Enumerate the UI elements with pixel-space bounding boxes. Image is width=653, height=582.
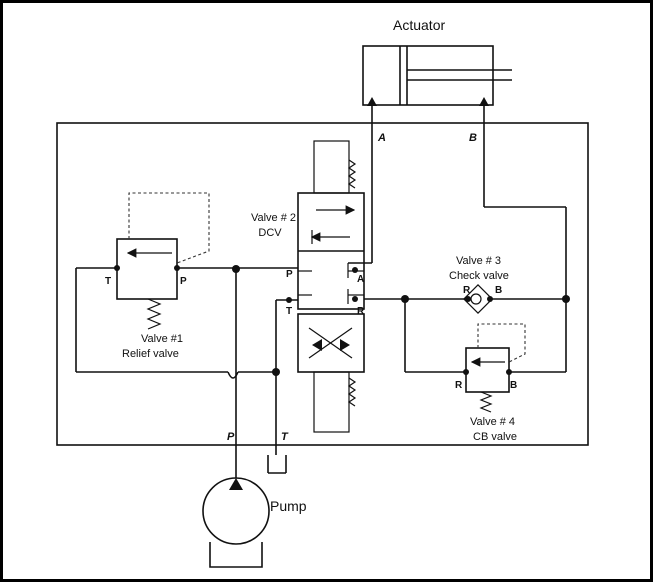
- check-valve-diamond: [463, 284, 493, 314]
- label-valve1-p: P: [180, 276, 187, 287]
- label-valve3-type: Check valve: [449, 270, 509, 282]
- label-valve4-b: B: [510, 380, 517, 391]
- label-pump-t: T: [281, 431, 289, 443]
- label-valve2-name: Valve # 2: [251, 212, 296, 224]
- label-pump-p: P: [227, 431, 235, 443]
- label-valve1-name: Valve #1: [141, 333, 183, 345]
- label-valve1-type: Relief valve: [122, 348, 179, 360]
- cb-pilot-line: [477, 323, 526, 363]
- relief-spring: [146, 298, 162, 330]
- label-dcv-a: A: [357, 274, 364, 285]
- label-valve2-type: DCV: [258, 227, 282, 239]
- cb-valve-body: [465, 347, 510, 393]
- cb-valve: [463, 323, 526, 413]
- label-pump: Pump: [270, 498, 307, 514]
- check-valve: [463, 284, 493, 314]
- cb-spring: [479, 391, 493, 413]
- label-valve4-r: R: [455, 380, 463, 391]
- label-valve3-name: Valve # 3: [456, 255, 501, 267]
- label-dcv-r: R: [357, 306, 365, 317]
- actuator-cylinder: [362, 45, 494, 106]
- label-valve4-name: Valve # 4: [470, 416, 515, 428]
- dcv-top-spring-block: [313, 140, 350, 194]
- label-dcv-t: T: [286, 306, 292, 317]
- actuator: [362, 45, 512, 106]
- label-valve3-r: R: [463, 285, 471, 296]
- relief-pilot-line: [128, 192, 210, 264]
- relief-valve-body: [116, 238, 178, 300]
- label-dcv-p: P: [286, 269, 293, 280]
- relief-valve: [114, 192, 210, 330]
- label-valve4-type: CB valve: [473, 431, 517, 443]
- pump-base: [209, 542, 263, 568]
- label-actuator: Actuator: [393, 17, 445, 33]
- pump: [202, 477, 270, 568]
- dcv-valve: [297, 140, 365, 433]
- circuit-enclosure: [56, 122, 589, 446]
- label-port-a: A: [377, 132, 386, 144]
- label-valve3-b: B: [495, 285, 502, 296]
- dcv-bottom-spring-block: [313, 371, 350, 433]
- label-port-b: B: [469, 132, 477, 144]
- label-valve1-t: T: [105, 276, 111, 287]
